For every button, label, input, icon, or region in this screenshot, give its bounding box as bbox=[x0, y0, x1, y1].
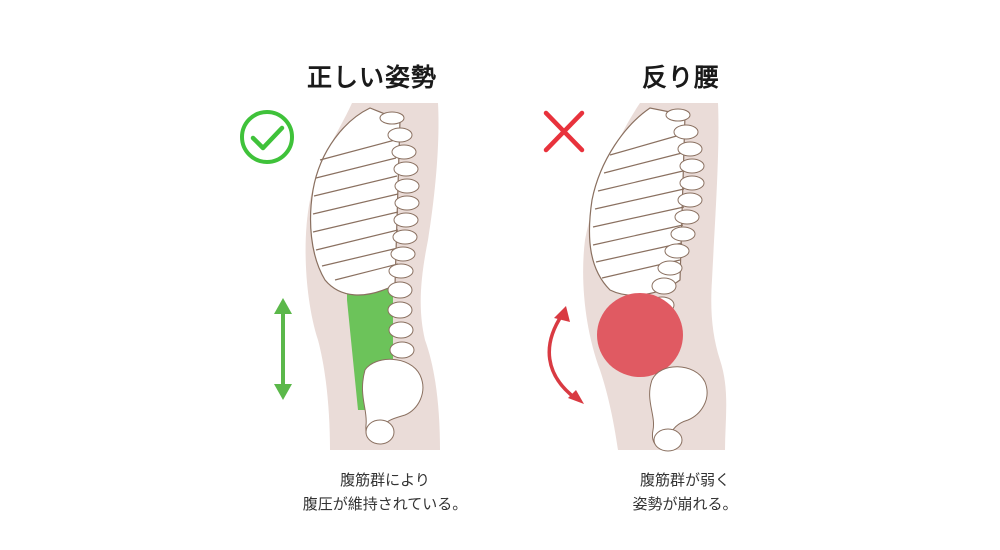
caption-correct: 腹筋群により 腹圧が維持されている。 bbox=[280, 468, 490, 516]
cross-icon bbox=[543, 110, 585, 153]
spine bbox=[379, 111, 420, 359]
caption-line: 腹筋群により bbox=[340, 471, 430, 489]
abdominal-muscle-highlight bbox=[597, 293, 683, 377]
caption-swayback: 腹筋群が弱く 姿勢が崩れる。 bbox=[610, 468, 760, 516]
panel-swayback: 反り腰 bbox=[500, 0, 1000, 550]
panel-title: 反り腰 bbox=[642, 63, 721, 92]
panel-title: 正しい姿勢 bbox=[307, 63, 438, 92]
correct-posture-illustration bbox=[240, 103, 440, 450]
pelvis bbox=[361, 358, 424, 445]
caption-line: 腹圧が維持されている。 bbox=[302, 495, 468, 513]
caption-line: 姿勢が崩れる。 bbox=[632, 495, 738, 513]
panel-correct-posture: 正しい姿勢 bbox=[240, 63, 490, 516]
ribcage bbox=[309, 107, 401, 296]
pelvis bbox=[649, 366, 708, 452]
caption-line: 腹筋群が弱く bbox=[639, 471, 730, 489]
curved-double-arrow-icon bbox=[547, 306, 584, 404]
check-circle-icon bbox=[240, 110, 294, 164]
vertical-double-arrow-icon bbox=[274, 298, 292, 400]
swayback-illustration bbox=[543, 103, 727, 452]
